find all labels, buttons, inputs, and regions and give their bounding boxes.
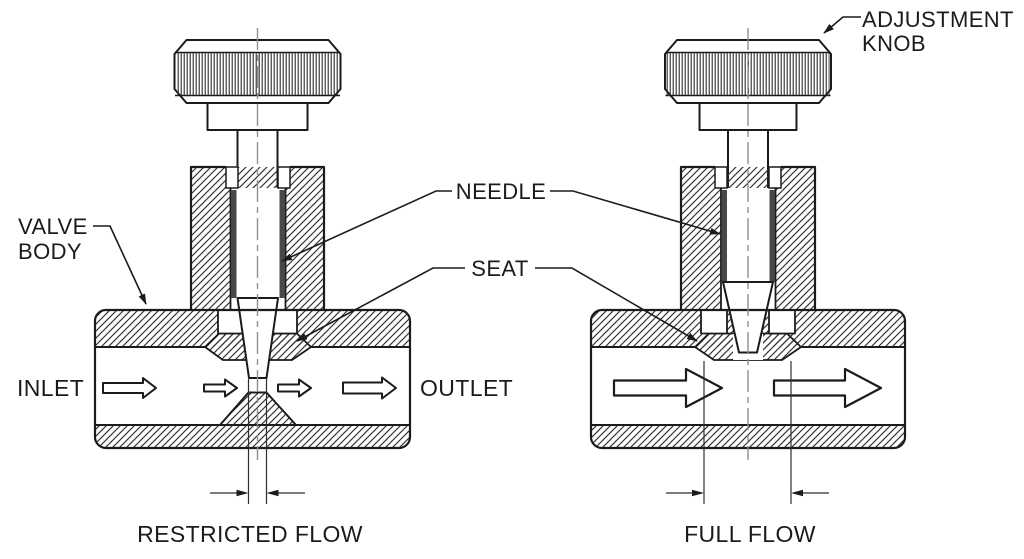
outlet-flow-arrow: [342, 376, 397, 400]
inlet-flow-arrow: [102, 377, 157, 399]
outlet-flow-arrow-large: [772, 367, 883, 409]
seat-retainer: [768, 309, 796, 335]
needle-label: NEEDLE: [456, 179, 546, 204]
throttle-flow-arrow: [277, 378, 312, 398]
leader-seat-right: [535, 267, 698, 342]
left-valve-restricted: [93, 28, 412, 504]
orifice-dimension: [210, 379, 305, 504]
adjustment-knob-label-line1: ADJUSTMENT: [862, 7, 1014, 32]
needle-cone: [722, 281, 774, 354]
adjustment-knob-label-line2: KNOB: [862, 31, 926, 56]
leader-needle-left: [281, 190, 452, 262]
orifice-dimension: [666, 361, 829, 504]
valve-body-label-line2: BODY: [18, 239, 82, 264]
valve-body: [93, 297, 412, 450]
seat-retainer: [700, 309, 728, 335]
callout-labels: VALVE BODY NEEDLE SEAT ADJUSTMENT KNOB I…: [17, 7, 1014, 547]
leader-seat-left: [296, 267, 465, 342]
right-caption: FULL FLOW: [684, 521, 816, 547]
leader-valve-body: [93, 225, 147, 305]
right-valve-full: [589, 28, 907, 504]
throttle-flow-arrow: [203, 378, 238, 398]
outlet-label: OUTLET: [420, 375, 513, 401]
inlet-label: INLET: [17, 375, 84, 401]
seat-label: SEAT: [471, 256, 528, 281]
leader-needle-right: [550, 190, 721, 235]
left-caption: RESTRICTED FLOW: [137, 521, 363, 547]
valve-body-label-line1: VALVE: [18, 214, 88, 239]
leader-adjustment-knob: [823, 16, 861, 34]
